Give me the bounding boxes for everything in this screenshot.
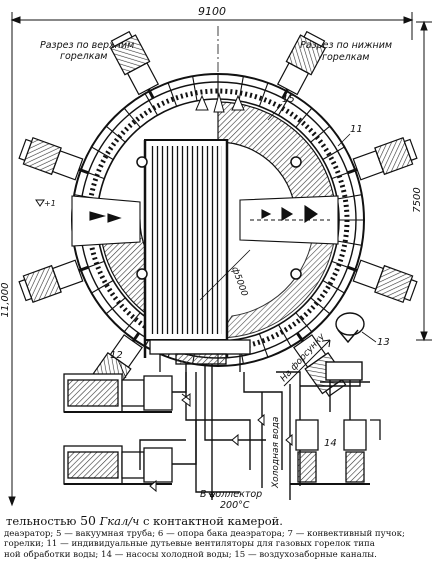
casing-rib — [238, 76, 244, 101]
cold-water-pumps — [290, 419, 381, 485]
casing-rib — [123, 312, 141, 333]
burner-fan-unit — [347, 259, 418, 304]
casing-rib — [310, 297, 331, 315]
casing-rib — [123, 107, 141, 128]
casing-rib — [337, 240, 362, 246]
burner-throat-right — [239, 195, 339, 245]
burner-fan-unit — [18, 136, 89, 181]
burner-nozzles-top — [195, 92, 245, 113]
casing-rib — [91, 146, 114, 160]
casing-rib — [105, 297, 126, 315]
bottom-frame — [149, 339, 251, 372]
casing-rib — [167, 82, 178, 107]
burner-fan-unit — [347, 136, 418, 181]
casing-rib — [322, 146, 345, 160]
section-upper-label-2: горелкам — [60, 51, 107, 62]
burner-fan-unit — [276, 30, 327, 99]
burner-fan-unit — [18, 259, 89, 304]
caption-line-3: горелки; 11 — индивидуальные дутьевые ве… — [4, 539, 375, 550]
diameter-label: ф5000 — [229, 266, 249, 298]
piping — [139, 364, 361, 500]
level-mark-triangle — [35, 199, 45, 207]
burner-throat-left — [71, 195, 141, 247]
boiler-drawing: 9100 11,000 7500 Разрез по верхним горел… — [0, 5, 432, 511]
casing-rib — [278, 93, 292, 116]
casing-rib — [105, 125, 126, 143]
burner-fan-unit — [293, 332, 347, 397]
nozzle-arrow — [283, 339, 331, 387]
dimension-top-label: 9100 — [198, 5, 226, 18]
dimension-left-label: 11,000 — [0, 283, 11, 318]
caption-line-2: деаэратор; 5 — вакуумная труба; 6 — опор… — [4, 529, 405, 539]
convective-tube-bank — [143, 139, 229, 358]
pump-unit-lower — [63, 445, 173, 485]
pump-unit-upper — [63, 373, 173, 413]
dimension-top — [10, 12, 414, 40]
collector-arrow — [208, 488, 216, 500]
support-pins — [136, 156, 302, 280]
casing-rib — [258, 333, 269, 358]
caption-line-1: тельностью 50 Гкал/ч с контактной камеро… — [6, 513, 432, 529]
callout-12: 12 — [110, 350, 123, 361]
dimension-right — [416, 20, 432, 342]
casing-rib — [91, 280, 114, 294]
callouts: 15 11 12 13 14 — [110, 94, 390, 449]
callout-15: 15 — [282, 94, 295, 105]
section-lower-label-1: Разрез по нижним — [300, 40, 392, 51]
casing-rib — [278, 324, 292, 347]
collector-label-2: 200°С — [220, 500, 250, 511]
callout-13: 13 — [377, 337, 390, 348]
caption-line-4: ной обработки воды; 14 — насосы холодной… — [4, 549, 377, 560]
deaerator-tank — [320, 312, 370, 383]
collector-label-1: В коллектор — [200, 489, 262, 500]
callout-11: 11 — [350, 124, 363, 135]
casing-rib — [310, 125, 331, 143]
casing-rib — [258, 82, 269, 107]
dimension-right-label: 7500 — [412, 187, 423, 212]
casing-rib — [295, 107, 313, 128]
dimension-left — [8, 20, 16, 507]
figure-caption: тельностью 50 Гкал/ч с контактной камеро… — [4, 514, 432, 560]
callout-14: 14 — [324, 438, 337, 449]
caption-prefix: тельностью — [6, 514, 77, 528]
burner-fan-unit — [109, 30, 160, 99]
casing-rib — [295, 312, 313, 333]
casing-rib — [322, 280, 345, 294]
caption-unit: Гкал/ч — [99, 514, 140, 528]
casing-rib — [337, 194, 362, 200]
section-upper-label-1: Разрез по верхним — [40, 40, 134, 51]
diameter-leader — [199, 249, 251, 301]
cold-water-label: Холодная вода — [271, 417, 281, 489]
level-mark: +1 — [44, 199, 56, 208]
caption-value: 50 — [80, 513, 96, 528]
caption-suffix: с контактной камерой. — [142, 514, 283, 528]
valves — [149, 393, 293, 493]
casing-rib — [192, 76, 198, 101]
casing-rib — [144, 93, 158, 116]
section-lower-label-2: горелкам — [322, 52, 369, 63]
